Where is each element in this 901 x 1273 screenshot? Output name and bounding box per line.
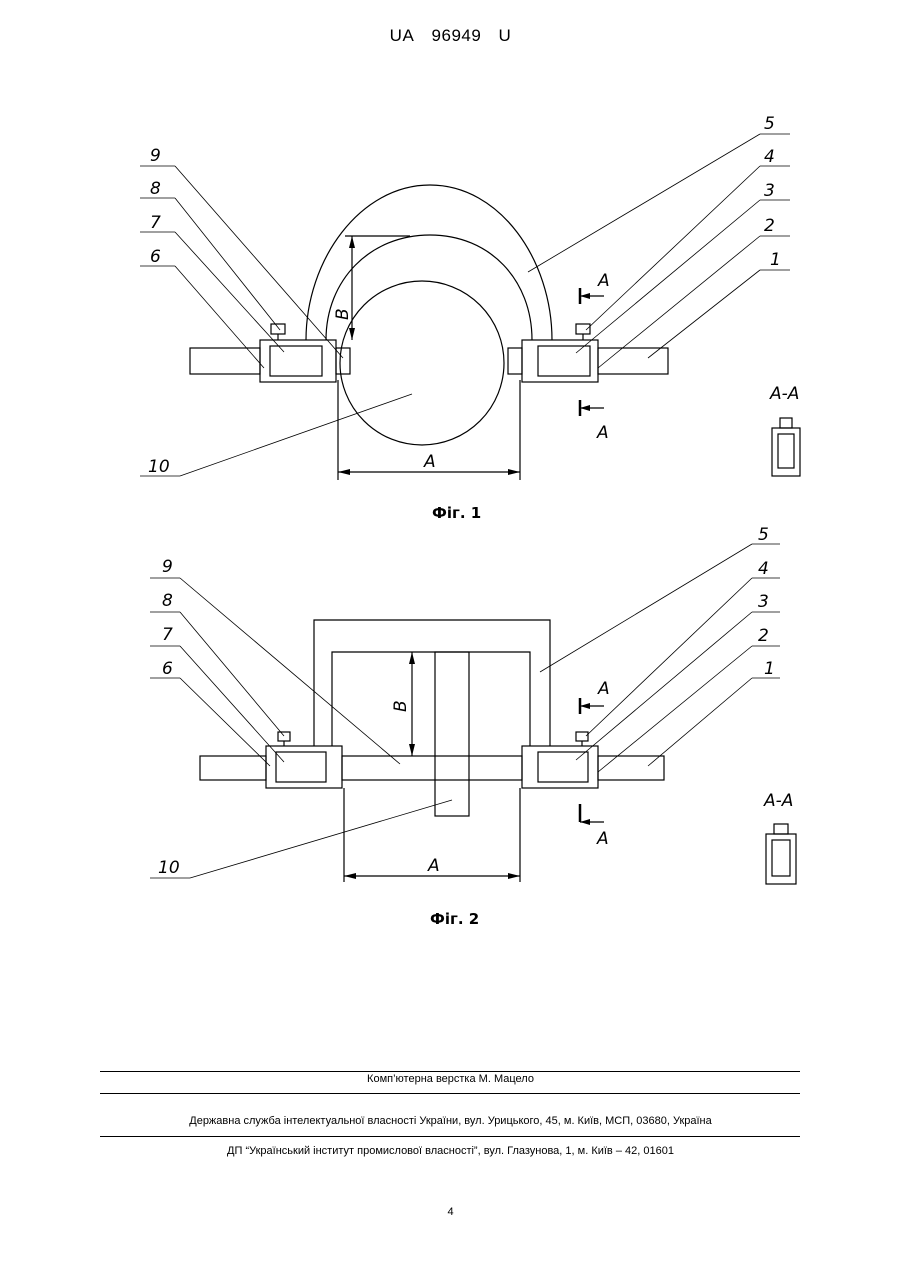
- fig1-right-window: [538, 346, 590, 376]
- footer-divider-3: [100, 1136, 800, 1137]
- fig2-label-1: 1: [764, 659, 775, 679]
- page-number: 4: [0, 1206, 901, 1218]
- fig2-section-mark-top: A: [597, 679, 610, 699]
- fig2-dim-b: B: [391, 700, 411, 712]
- header-number: 96949: [432, 26, 482, 45]
- fig1-dim-a: A: [423, 452, 436, 472]
- fig1-arch-inner: [326, 235, 532, 340]
- fig1-label-5: 5: [764, 114, 775, 134]
- fig2-leaders: [150, 544, 780, 878]
- fig1-label-3: 3: [764, 181, 775, 201]
- fig1-right-stub: [508, 348, 522, 374]
- fig1-right-screw: [576, 324, 590, 334]
- patent-header: UA 96949 U: [0, 26, 901, 46]
- fig1-label-1: 1: [770, 250, 781, 270]
- fig1-dim-b: B: [333, 308, 353, 320]
- fig1-leaders: [140, 134, 790, 476]
- fig1-label-2: 2: [764, 216, 775, 236]
- fig1-label-7: 7: [150, 213, 161, 233]
- fig2-dim-a: A: [427, 856, 440, 876]
- fig2-label-2: 2: [758, 626, 769, 646]
- fig2-section-title: A-A: [763, 791, 793, 811]
- fig2-left-screw: [278, 732, 290, 741]
- header-country: UA: [390, 26, 415, 45]
- footer-divider-1: [100, 1071, 800, 1072]
- fig1-section-title: A-A: [769, 384, 799, 404]
- fig1-label-10: 10: [148, 457, 170, 477]
- fig1-label-8: 8: [150, 179, 161, 199]
- footer-layout-credit: Комп’ютерна верстка М. Мацело: [0, 1073, 901, 1085]
- fig2-left-window: [276, 752, 326, 782]
- fig2-label-3: 3: [758, 592, 769, 612]
- fig2-label-7: 7: [162, 625, 173, 645]
- fig2-label-10: 10: [158, 858, 180, 878]
- fig1-section-mark-bottom: A: [596, 423, 609, 443]
- footer-institute: ДП “Український інститут промислової вла…: [0, 1145, 901, 1157]
- figure-2: 9 8 7 6 10 5 4 3 2 1 A B A A A-A Фіг. 2: [0, 520, 901, 940]
- fig2-label-4: 4: [758, 559, 769, 579]
- fig2-left-bar: [200, 756, 266, 780]
- fig2-frame-outer: [314, 620, 550, 746]
- footer-divider-2: [100, 1093, 800, 1094]
- fig2-workpiece: [435, 652, 469, 816]
- fig2-center-bar: [342, 756, 522, 780]
- figure-1: 9 8 7 6 10 5 4 3 2 1 A B A A A-A Фіг. 1: [0, 100, 901, 530]
- fig1-section-body: [772, 428, 800, 476]
- fig1-label-6: 6: [150, 247, 161, 267]
- fig1-section-mark-top: A: [597, 271, 610, 291]
- fig2-label-9: 9: [162, 557, 173, 577]
- header-kind: U: [499, 26, 512, 45]
- fig1-left-window: [270, 346, 322, 376]
- fig1-left-screw: [271, 324, 285, 334]
- fig2-label-6: 6: [162, 659, 173, 679]
- fig1-workpiece: [340, 281, 504, 445]
- footer-agency: Державна служба інтелектуальної власност…: [0, 1115, 901, 1127]
- fig1-right-bar: [598, 348, 668, 374]
- fig2-section-mark-bottom: A: [596, 829, 609, 849]
- fig1-label-4: 4: [764, 147, 775, 167]
- fig2-right-bar: [598, 756, 664, 780]
- fig2-caption: Фіг. 2: [430, 910, 479, 928]
- fig2-label-5: 5: [758, 525, 769, 545]
- fig2-right-screw: [576, 732, 588, 741]
- fig2-label-8: 8: [162, 591, 173, 611]
- fig1-label-9: 9: [150, 146, 161, 166]
